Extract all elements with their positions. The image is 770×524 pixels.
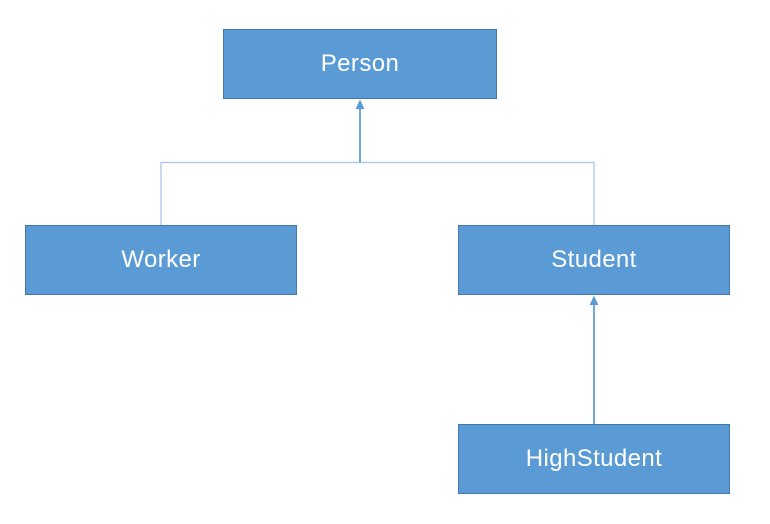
node-person[interactable]: Person — [223, 29, 497, 99]
arrow-to-person — [355, 99, 365, 163]
arrow-up-icon — [355, 99, 365, 109]
arrow-up-icon — [589, 295, 599, 305]
node-highstudent-label: HighStudent — [525, 445, 663, 472]
node-student-label: Student — [551, 246, 637, 273]
node-person-label: Person — [320, 50, 400, 77]
rail-connector — [160, 161, 595, 225]
node-worker[interactable]: Worker — [25, 225, 297, 295]
arrow-to-student — [589, 295, 599, 424]
node-worker-label: Worker — [121, 246, 201, 273]
node-highstudent[interactable]: HighStudent — [458, 424, 730, 494]
node-student[interactable]: Student — [458, 225, 730, 295]
